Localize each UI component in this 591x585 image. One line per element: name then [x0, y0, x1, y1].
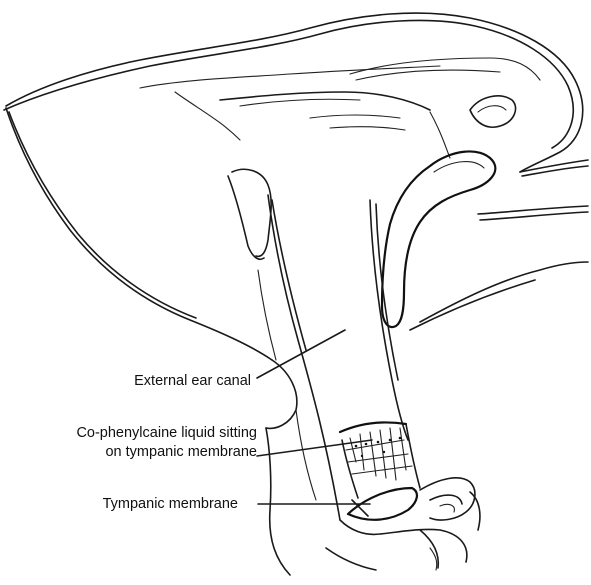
- label-external-ear-canal: External ear canal: [134, 372, 251, 391]
- label-co-phenylcaine-liquid: Co-phenylcaine liquid sitting on tympani…: [76, 424, 257, 462]
- tympanic-membrane-drawing: [326, 478, 480, 570]
- label-external-ear-canal-text: External ear canal: [134, 373, 251, 389]
- liquid-drawing: [340, 422, 420, 498]
- label-liquid-line-2: on tympanic membrane: [76, 443, 257, 462]
- label-tympanic-membrane: Tympanic membrane: [103, 495, 238, 514]
- label-liquid-line-1: Co-phenylcaine liquid sitting: [76, 424, 257, 443]
- leader-lines: [257, 330, 372, 504]
- pinna-outline: [4, 13, 588, 360]
- label-tympanic-membrane-text: Tympanic membrane: [103, 496, 238, 512]
